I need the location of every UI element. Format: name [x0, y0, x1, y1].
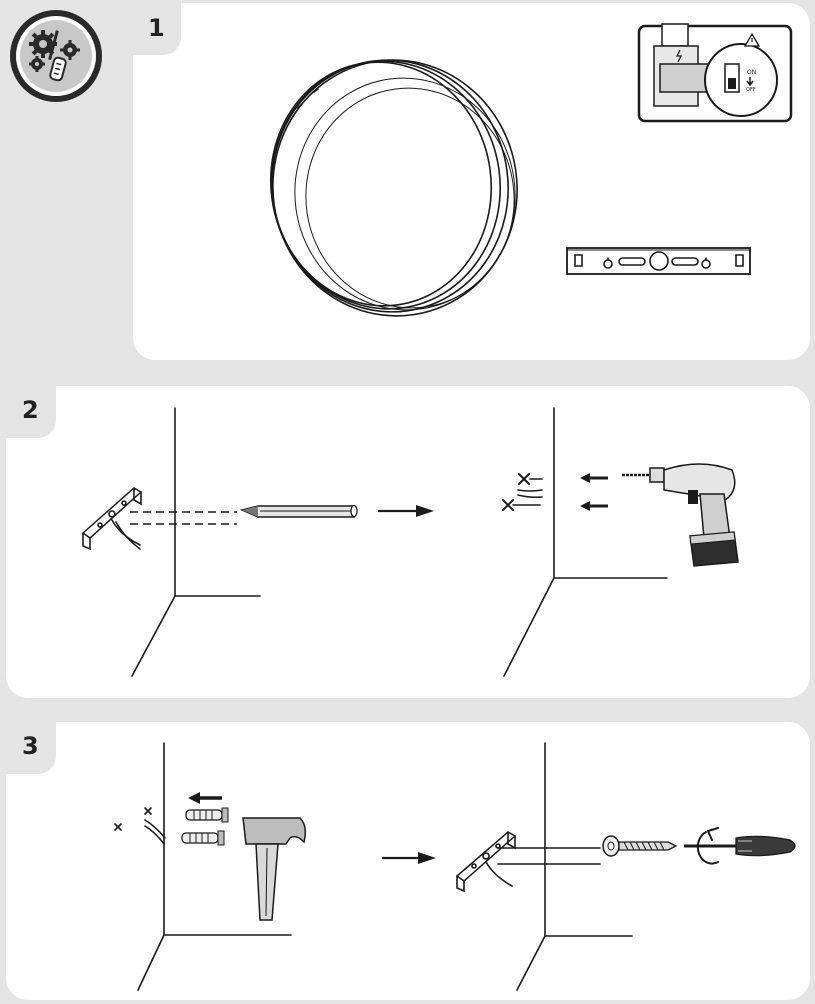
drill-icon	[622, 463, 739, 567]
ceiling-lamp-icon	[269, 59, 518, 317]
step-1-tab	[133, 3, 181, 55]
step-number: 3	[22, 732, 39, 760]
wall-holes	[114, 807, 166, 845]
pencil-icon	[239, 504, 358, 518]
mounting-bracket-icon	[455, 831, 517, 893]
screw-icon	[602, 835, 678, 857]
step-number: 2	[22, 396, 39, 424]
screwdriver-icon	[684, 835, 796, 857]
circuit-breaker-icon: ON OFF	[637, 23, 793, 123]
arrow-left-icon	[188, 792, 222, 804]
wall-marks	[502, 473, 543, 511]
wall-corner	[503, 407, 668, 677]
step-2-tab	[6, 386, 56, 438]
arrow-right-icon	[382, 852, 436, 864]
step-3-tab	[6, 722, 56, 774]
mounting-bracket-icon	[566, 247, 751, 275]
tools-icon	[10, 10, 102, 102]
arrow-right-icon	[378, 505, 434, 517]
arrow-left-icon	[580, 473, 608, 511]
breaker-off-label: OFF	[746, 87, 756, 93]
breaker-on-label: ON	[747, 69, 756, 76]
step-number: 1	[148, 14, 165, 42]
wall-corner	[516, 742, 633, 991]
wall-corner	[131, 407, 261, 677]
step-3-panel	[6, 722, 810, 1000]
step-2-panel	[6, 386, 810, 698]
wall-corner	[137, 742, 292, 991]
mounting-bracket-icon	[81, 487, 143, 551]
wall-plug-icon	[181, 807, 229, 846]
rotate-arrow-icon	[696, 827, 719, 865]
hammer-icon	[242, 817, 307, 921]
